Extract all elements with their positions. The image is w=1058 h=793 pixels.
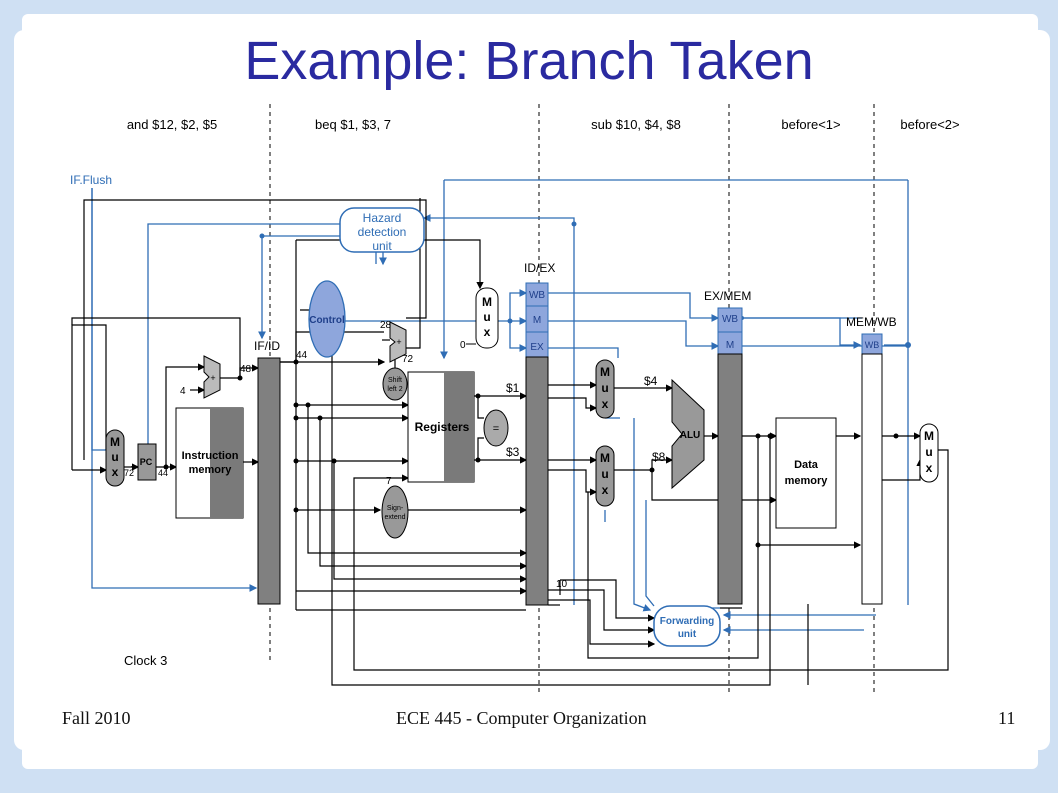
if-id-register — [257, 357, 281, 605]
control-mux-u: u — [483, 310, 490, 324]
hazard-label-2: detection — [358, 225, 407, 239]
ex-mem-m-field: M — [726, 340, 734, 351]
pc-value-label: 72 — [124, 468, 134, 478]
writeback-mux: M u x — [919, 423, 939, 483]
pipeline-datapath-diagram: and $12, $2, $5 beq $1, $3, 7 sub $10, $… — [70, 104, 960, 695]
ex-mem-register — [717, 307, 743, 605]
if-id-label: IF/ID — [254, 339, 280, 353]
pc-register: PC — [137, 443, 157, 481]
junction-dots — [163, 359, 899, 548]
id-ex-register — [525, 282, 549, 606]
stage-dividers — [269, 104, 875, 695]
alu-label: ALU — [680, 430, 701, 441]
stage-ex-instruction: sub $10, $4, $8 — [591, 117, 681, 132]
stage-wb-instruction: before<2> — [900, 117, 959, 132]
pc-mux-x: x — [112, 465, 119, 479]
rd-value-label: 10 — [556, 579, 568, 590]
mux-zero-label: 0 — [460, 340, 466, 351]
mem-wb-label: MEM/WB — [846, 315, 897, 329]
wb-mux-x: x — [926, 461, 933, 475]
ex-mem-wb-field: WB — [722, 314, 738, 325]
sign-label-2: extend — [384, 514, 405, 521]
alu: ALU — [671, 378, 705, 490]
dmem-label-2: memory — [785, 475, 829, 487]
mux-b-u: u — [601, 467, 608, 481]
register-file: Registers — [407, 371, 475, 483]
alu-mux-b: M u x — [595, 445, 615, 507]
shift-label-2: left 2 — [387, 386, 402, 393]
alu-b-label: $8 — [652, 450, 666, 464]
if-flush-label: IF.Flush — [70, 173, 112, 187]
shift-left-2: Shift left 2 — [382, 367, 408, 401]
alu-a-label: $4 — [644, 374, 658, 388]
svg-text:+: + — [210, 373, 215, 383]
stage-if-instruction: and $12, $2, $5 — [127, 117, 217, 132]
hazard-label-3: unit — [372, 239, 392, 253]
sign-extend: Sign- extend — [381, 485, 409, 539]
slide-title: Example: Branch Taken — [244, 31, 814, 91]
id-ex-label: ID/EX — [524, 261, 555, 275]
equality-comparator: = — [483, 409, 509, 447]
pc-mux-m: M — [110, 435, 120, 449]
hazard-label-1: Hazard — [363, 211, 402, 225]
footer-date: Fall 2010 — [62, 708, 131, 728]
ex-mem-label: EX/MEM — [704, 289, 751, 303]
pc-adder: + — [203, 355, 221, 399]
mux-b-x: x — [602, 483, 609, 497]
forwarding-unit: Forwarding unit — [653, 605, 721, 647]
npc-label: 48 — [240, 364, 252, 375]
id-ex-wb-field: WB — [529, 290, 545, 301]
mem-wb-wb-field: WB — [865, 340, 880, 350]
fwd-label-2: unit — [678, 629, 697, 640]
mem-wb-register — [861, 333, 883, 605]
wb-mux-u: u — [925, 445, 932, 459]
pc-label: PC — [140, 457, 153, 467]
alu-mux-a: M u x — [595, 359, 615, 419]
control-mux-x: x — [484, 325, 491, 339]
dmem-label-1: Data — [794, 459, 819, 471]
mux-a-m: M — [600, 365, 610, 379]
mux-a-u: u — [601, 381, 608, 395]
control-mux: M u x — [475, 287, 499, 349]
registers-label: Registers — [415, 420, 470, 434]
if-id-pc-label: 44 — [296, 350, 308, 361]
imem-label-2: memory — [189, 464, 233, 476]
control-label: Control — [309, 315, 345, 326]
sign-label-1: Sign- — [387, 505, 404, 512]
clock-label: Clock 3 — [124, 653, 167, 668]
pc-mux-u: u — [111, 450, 118, 464]
stage-id-instruction: beq $1, $3, 7 — [315, 117, 391, 132]
four-label: 4 — [180, 386, 186, 397]
imm-label: 7 — [386, 476, 392, 487]
footer-course: ECE 445 - Computer Organization — [396, 708, 647, 728]
rs-value-label: $1 — [506, 381, 520, 395]
imem-label-1: Instruction — [182, 450, 239, 462]
equal-label: = — [493, 423, 499, 435]
control-wires — [91, 179, 909, 634]
control-unit: Control — [308, 280, 346, 358]
branch-adder: + — [389, 321, 407, 363]
hazard-detection-unit: Hazard detection unit — [339, 207, 425, 253]
id-ex-ex-field: EX — [530, 342, 544, 353]
id-ex-m-field: M — [533, 315, 541, 326]
svg-text:+: + — [396, 337, 401, 347]
pc-out-label: 44 — [158, 468, 168, 478]
branch-offset-label: 28 — [380, 320, 392, 331]
mux-b-m: M — [600, 451, 610, 465]
stage-mem-instruction: before<1> — [781, 117, 840, 132]
shift-label-1: Shift — [388, 377, 402, 384]
control-mux-m: M — [482, 295, 492, 309]
pc-mux: M u x — [105, 429, 125, 487]
data-memory: Data memory — [775, 417, 837, 529]
fwd-label-1: Forwarding — [660, 616, 714, 627]
instruction-memory: Instruction memory — [175, 407, 244, 519]
mux-a-x: x — [602, 397, 609, 411]
rt-value-label: $3 — [506, 445, 520, 459]
branch-target-label: 72 — [402, 354, 414, 365]
wb-mux-m: M — [924, 429, 934, 443]
footer-page-number: 11 — [998, 708, 1016, 728]
